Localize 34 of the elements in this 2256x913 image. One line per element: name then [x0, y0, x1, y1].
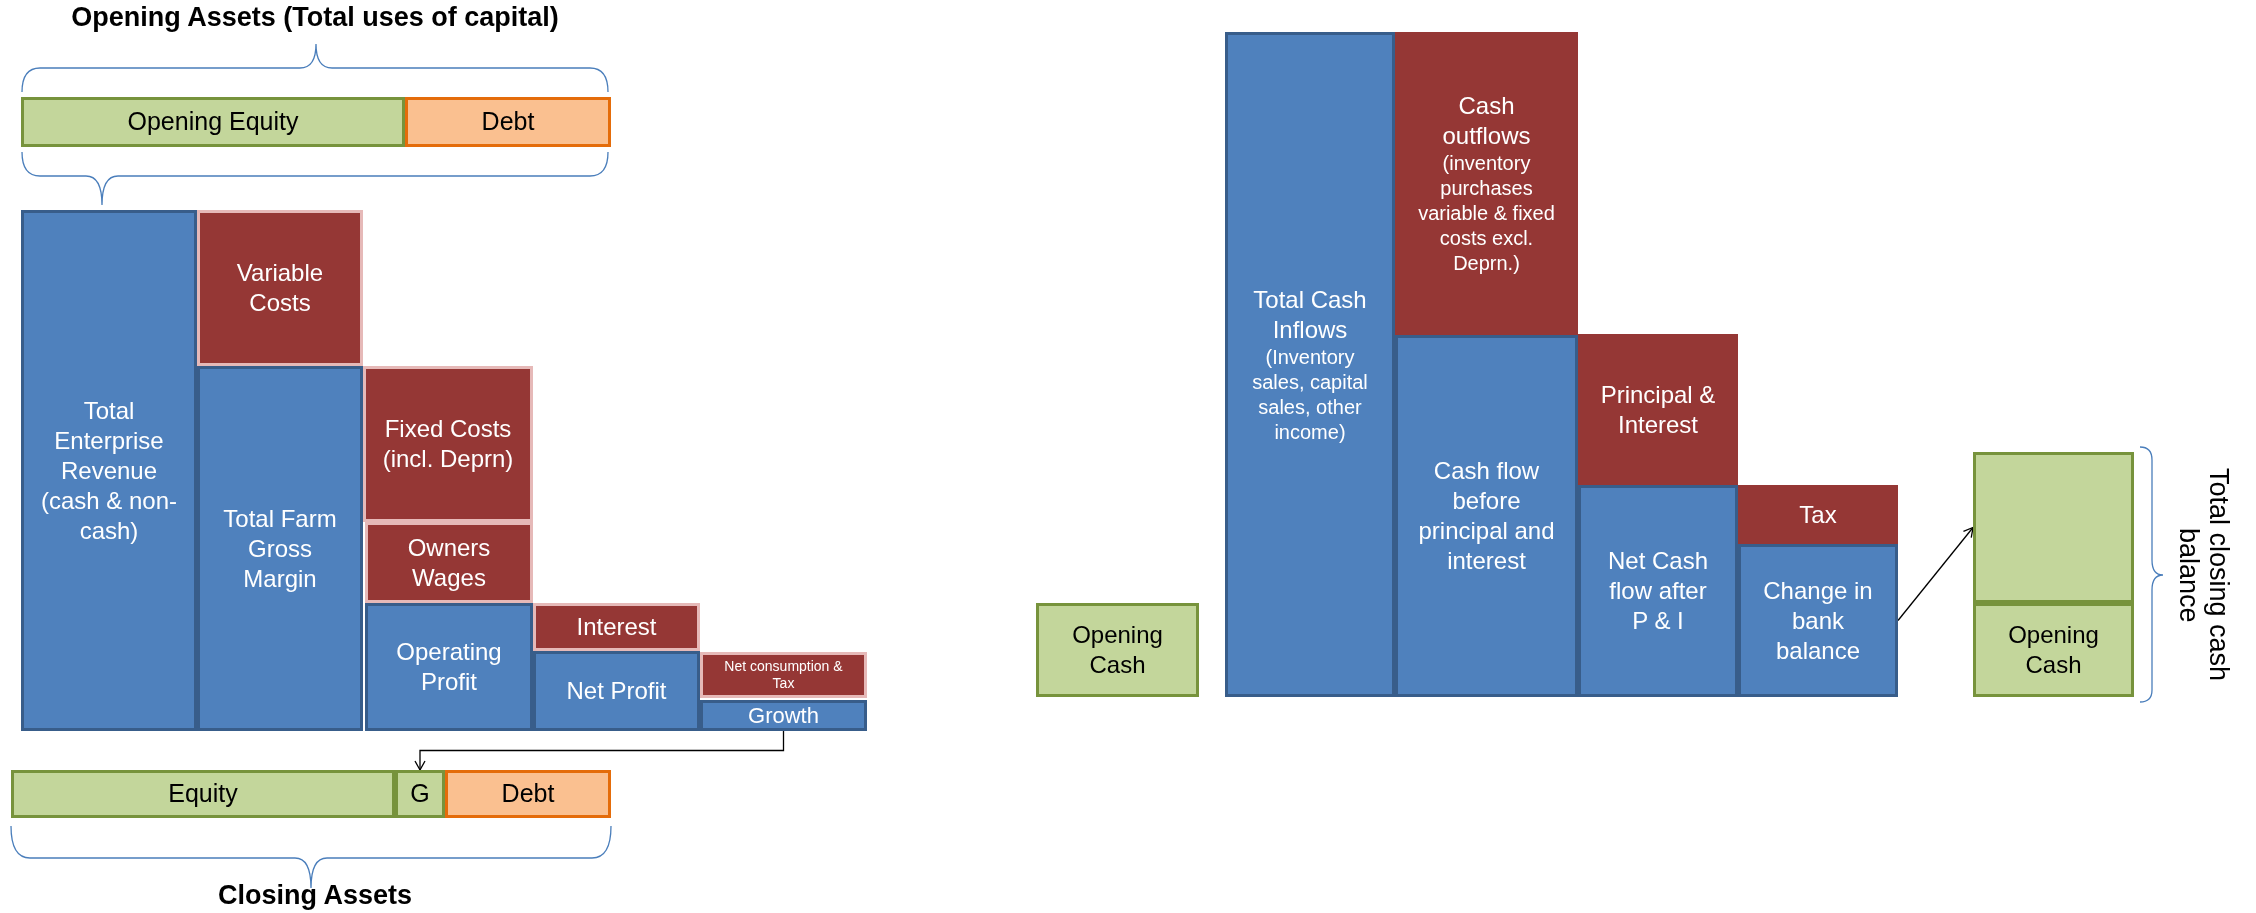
equity-block: Opening Cash	[1973, 603, 2134, 697]
equity-block: Opening Cash	[1036, 603, 1199, 697]
arrow	[1897, 526, 1974, 622]
value-block: Net Profit	[533, 651, 700, 731]
equity-block: Equity	[11, 770, 395, 818]
equity-block: Opening Equity	[21, 97, 405, 147]
empty-block	[1973, 452, 2134, 603]
bracket-label: Total closing cash balance	[2173, 467, 2233, 684]
arrow	[414, 730, 785, 771]
value-block: Operating Profit	[365, 603, 533, 731]
value-block: Change in bank balance	[1738, 544, 1898, 697]
debt-block: Debt	[445, 770, 611, 818]
section-heading: Closing Assets	[216, 880, 414, 911]
value-block: Total Enterprise Revenue (cash & non-cash)	[21, 210, 197, 731]
cost-block: Owners Wages	[365, 522, 533, 603]
cost-block: Tax	[1738, 485, 1898, 544]
heading-text: Cash outflows	[1441, 91, 1532, 151]
section-heading: Opening Assets (Total uses of capital)	[70, 2, 560, 33]
heading-text: Total Cash Inflows	[1252, 284, 1368, 345]
note-text: (Inventory sales, capital sales, other income)	[1251, 344, 1369, 445]
debt-block: Debt	[405, 97, 611, 147]
cost-block: Net consumption & Tax	[700, 652, 867, 698]
value-block: Cash flow before principal and interest	[1395, 335, 1578, 697]
cost-block: Interest	[533, 603, 700, 651]
cost-block: Principal & Interest	[1578, 334, 1738, 485]
value-block	[1225, 32, 1395, 697]
note-text: (inventory purchases variable & fixed costs excl. Deprn.)	[1417, 151, 1556, 276]
value-block: Total Farm Gross Margin	[197, 366, 363, 731]
equity-block: G	[395, 770, 445, 818]
value-block: Net Cash flow after P & I	[1578, 485, 1738, 697]
cost-block: Fixed Costs (incl. Deprn)	[363, 366, 533, 522]
value-block: Growth	[700, 700, 867, 731]
cost-block	[1395, 32, 1578, 335]
cost-block: Variable Costs	[197, 210, 363, 366]
